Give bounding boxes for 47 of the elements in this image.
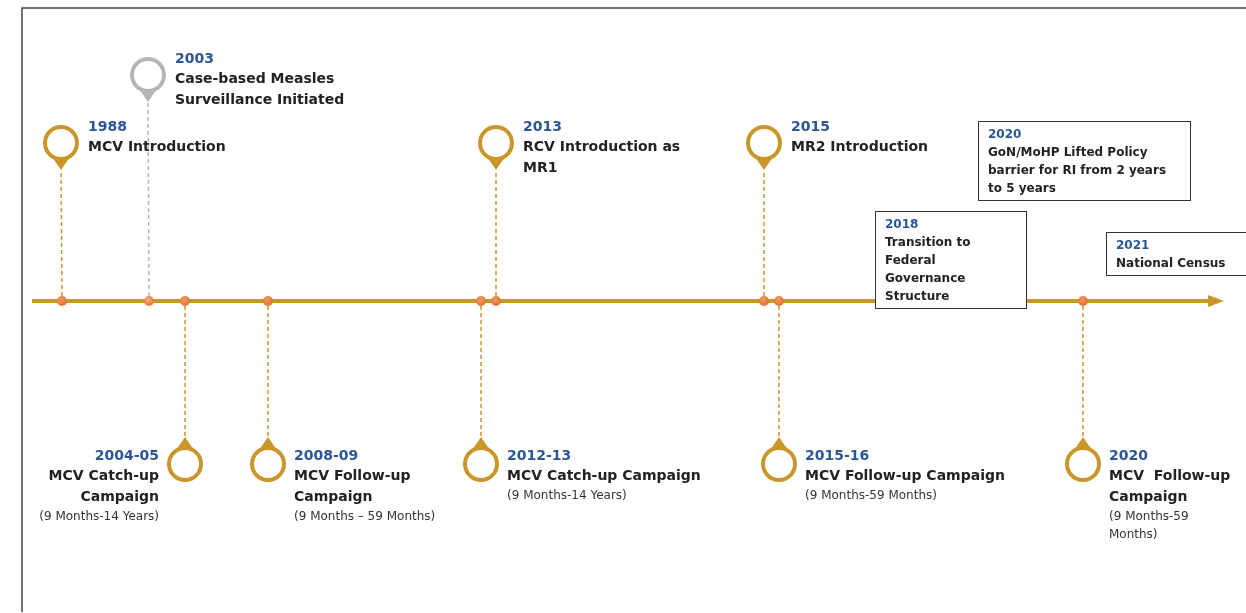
- event-title: MCV Follow-up Campaign: [805, 466, 1006, 485]
- year-label: 2020: [988, 126, 1023, 143]
- event-title: MCV Follow-up Campaign: [294, 466, 412, 506]
- leader-line: [778, 305, 780, 437]
- year-label: 2015-16: [805, 446, 871, 465]
- timeline-dot: [491, 296, 501, 306]
- year-label: 2003: [175, 49, 215, 68]
- leader-line: [480, 305, 482, 437]
- event-title: Case-based Measles Surveillance Initiated: [175, 69, 346, 109]
- age-range-note: (9 Months-14 Years): [38, 508, 159, 525]
- timeline-dot: [263, 296, 273, 306]
- year-label: 2008-09: [294, 446, 360, 465]
- age-range-note: (9 Months-59 Months): [1109, 508, 1190, 543]
- year-label: 2013: [523, 117, 563, 136]
- event-title: MCV Catch-up Campaign: [507, 466, 702, 485]
- timeline-dot: [144, 296, 154, 306]
- age-range-note: (9 Months – 59 Months): [294, 508, 437, 525]
- event-title: Transition to Federal Governance Structure: [885, 234, 972, 305]
- year-label: 2021: [1116, 237, 1151, 254]
- year-label: 2018: [885, 216, 920, 233]
- event-title: National Census: [1116, 255, 1227, 272]
- leader-line: [184, 305, 186, 437]
- year-label: 2004-05: [93, 446, 159, 465]
- leader-line: [147, 101, 150, 297]
- event-box: [978, 121, 1191, 201]
- timeline-dot: [759, 296, 769, 306]
- event-title: GoN/MoHP Lifted Policy barrier for RI from 2 years to 5 years: [988, 144, 1168, 197]
- event-title: RCV Introduction as MR1: [523, 137, 682, 177]
- year-label: 2015: [791, 117, 831, 136]
- timeline-dot: [774, 296, 784, 306]
- timeline-dot: [180, 296, 190, 306]
- leader-line: [1082, 305, 1084, 437]
- age-range-note: (9 Months-59 Months): [805, 487, 938, 504]
- event-box: [1106, 232, 1246, 276]
- timeline-dot: [1078, 296, 1088, 306]
- age-range-note: (9 Months-14 Years): [507, 487, 628, 504]
- timeline-dot: [57, 296, 67, 306]
- year-label: 1988: [88, 117, 128, 136]
- timeline-dot: [476, 296, 486, 306]
- event-title: MR2 Introduction: [791, 137, 930, 156]
- leader-line: [267, 305, 269, 437]
- event-title: MCV Catch-up Campaign: [47, 466, 159, 506]
- event-title: MCV Introduction: [88, 137, 227, 156]
- year-label: 2020: [1109, 446, 1149, 465]
- event-title: MCV Follow-up Campaign: [1109, 466, 1232, 506]
- event-box: [875, 211, 1027, 309]
- year-label: 2012-13: [507, 446, 573, 465]
